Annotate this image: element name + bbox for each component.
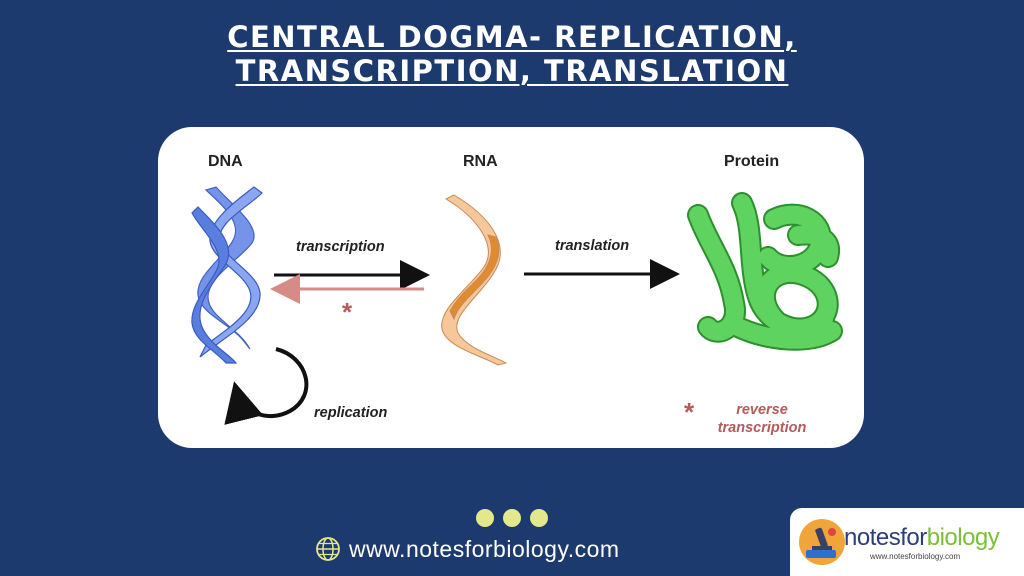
pagination-dots [476, 509, 550, 527]
title-line-2: TRANSCRIPTION, TRANSLATION [235, 54, 789, 88]
rna-label: RNA [463, 153, 498, 170]
logo-url: www.notesforbiology.com [870, 552, 961, 561]
dna-helix-icon [191, 186, 263, 364]
dot-3 [530, 509, 548, 527]
dna-label: DNA [208, 153, 243, 170]
logo-text-biology: biology [926, 524, 1000, 551]
page-title: CENTRAL DOGMA- REPLICATION, TRANSCRIPTIO… [0, 20, 1024, 88]
reverse-transcription-legend: reverse transcription [692, 401, 832, 437]
dot-1 [476, 509, 494, 527]
central-dogma-diagram [191, 186, 843, 425]
notesforbiology-logo: notesforbiology www.notesforbiology.com [790, 508, 1024, 576]
translation-label: translation [555, 238, 630, 254]
asterisk-mark: * [342, 297, 353, 327]
replication-arrow [224, 347, 309, 425]
protein-icon [687, 192, 843, 351]
logo-text: notesforbiology [844, 524, 1000, 552]
diagram-card: DNA RNA Protein transcription translatio… [158, 127, 864, 448]
replication-label: replication [314, 405, 388, 421]
microscope-logo-icon [799, 519, 845, 565]
globe-icon [316, 537, 340, 561]
reverse-line-2: transcription [717, 420, 807, 436]
dot-2 [503, 509, 521, 527]
website-link[interactable]: www.notesforbiology.com [315, 534, 620, 564]
protein-label: Protein [724, 153, 780, 170]
rna-strand-icon [441, 194, 508, 366]
reverse-line-1: reverse [736, 402, 788, 418]
logo-text-notesfor: notesfor [844, 524, 927, 551]
website-url: www.notesforbiology.com [349, 535, 620, 562]
transcription-label: transcription [296, 239, 385, 255]
asterisk-legend-mark: * [684, 397, 695, 427]
title-line-1: CENTRAL DOGMA- REPLICATION, [227, 20, 797, 54]
